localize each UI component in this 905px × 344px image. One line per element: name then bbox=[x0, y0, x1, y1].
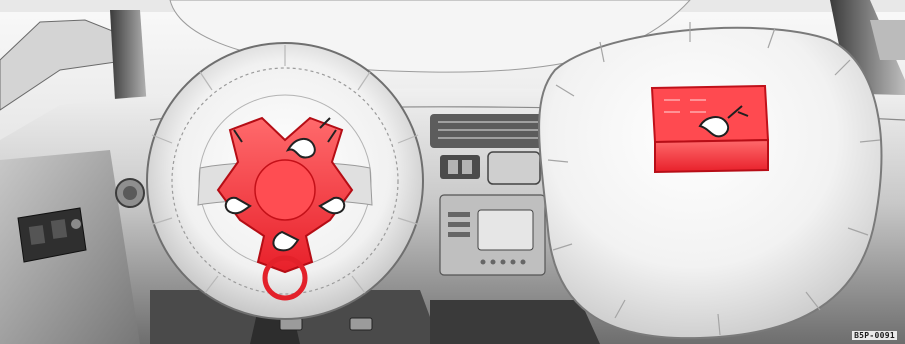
center-air-vents bbox=[430, 114, 545, 148]
center-display bbox=[488, 152, 540, 184]
figure-code: B5P-0091 bbox=[852, 331, 897, 340]
hazard-switch-panel bbox=[440, 155, 480, 179]
center-tunnel bbox=[430, 300, 600, 344]
passenger-airbag bbox=[539, 28, 881, 338]
